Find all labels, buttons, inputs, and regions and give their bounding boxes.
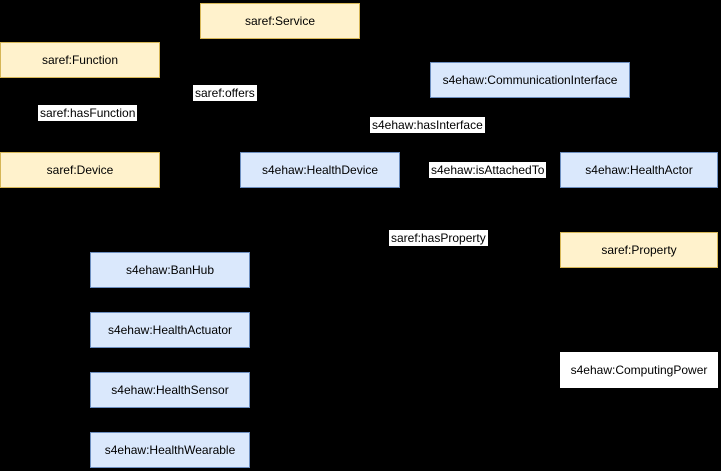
node-s4ehaw-banhub: s4ehaw:BanHub: [90, 252, 250, 288]
edge-label-saref-has-property: saref:hasProperty: [389, 230, 488, 246]
node-saref-function: saref:Function: [0, 42, 160, 78]
edge-label-s4ehaw-has-interface: s4ehaw:hasInterface: [370, 117, 485, 133]
node-s4ehaw-health-device: s4ehaw:HealthDevice: [240, 152, 400, 188]
node-s4ehaw-health-sensor: s4ehaw:HealthSensor: [90, 372, 250, 408]
edge-label-saref-has-function: saref:hasFunction: [38, 105, 138, 121]
node-s4ehaw-communication-interface: s4ehaw:CommunicationInterface: [430, 62, 630, 98]
node-saref-device: saref:Device: [0, 152, 160, 188]
node-saref-service: saref:Service: [200, 3, 360, 39]
node-s4ehaw-computing-power: s4ehaw:ComputingPower: [560, 352, 718, 388]
node-s4ehaw-health-actor: s4ehaw:HealthActor: [560, 152, 718, 188]
node-saref-property: saref:Property: [560, 232, 718, 268]
edge-label-saref-offers: saref:offers: [193, 85, 257, 101]
node-s4ehaw-health-wearable: s4ehaw:HealthWearable: [90, 432, 250, 468]
node-s4ehaw-health-actuator: s4ehaw:HealthActuator: [90, 312, 250, 348]
edge-label-s4ehaw-is-attached-to: s4ehaw:isAttachedTo: [429, 162, 547, 178]
